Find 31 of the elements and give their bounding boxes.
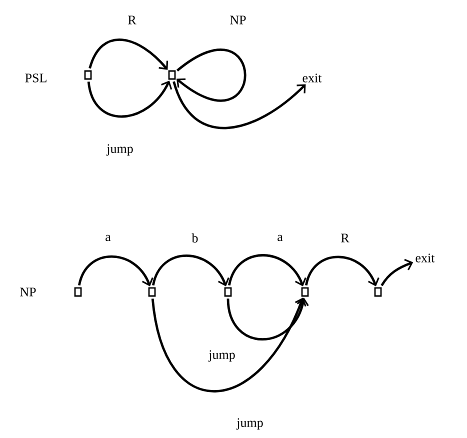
network-name: PSL [25, 74, 46, 82]
state-symbol [374, 287, 382, 297]
state-symbol [74, 287, 82, 297]
arrow [226, 298, 309, 340]
arrow [87, 80, 172, 118]
arrow [305, 256, 380, 286]
arrow [78, 255, 154, 286]
edge-label: jump [208, 349, 236, 363]
edge-label: b [190, 232, 200, 244]
state-symbol [224, 287, 232, 297]
arrow [228, 254, 306, 286]
arrow [88, 38, 168, 70]
arrow [152, 254, 230, 286]
state-label: exit [302, 74, 322, 82]
state-label: exit [416, 254, 435, 262]
state-symbol [301, 287, 309, 297]
network-name: NP [20, 288, 36, 296]
arrow [176, 49, 246, 102]
arrow [172, 81, 306, 130]
arrow [380, 258, 414, 286]
arrow [151, 298, 306, 392]
edge-label: NP [228, 14, 248, 26]
state-symbol [84, 70, 92, 80]
edge-label: a [276, 234, 284, 242]
edge-label: jump [106, 143, 134, 157]
edge-label: R [340, 232, 350, 244]
state-symbol [148, 287, 156, 297]
state-symbol [168, 70, 176, 80]
edge-label: jump [236, 417, 264, 431]
edge-label: a [104, 234, 112, 242]
edge-label: R [126, 14, 138, 26]
